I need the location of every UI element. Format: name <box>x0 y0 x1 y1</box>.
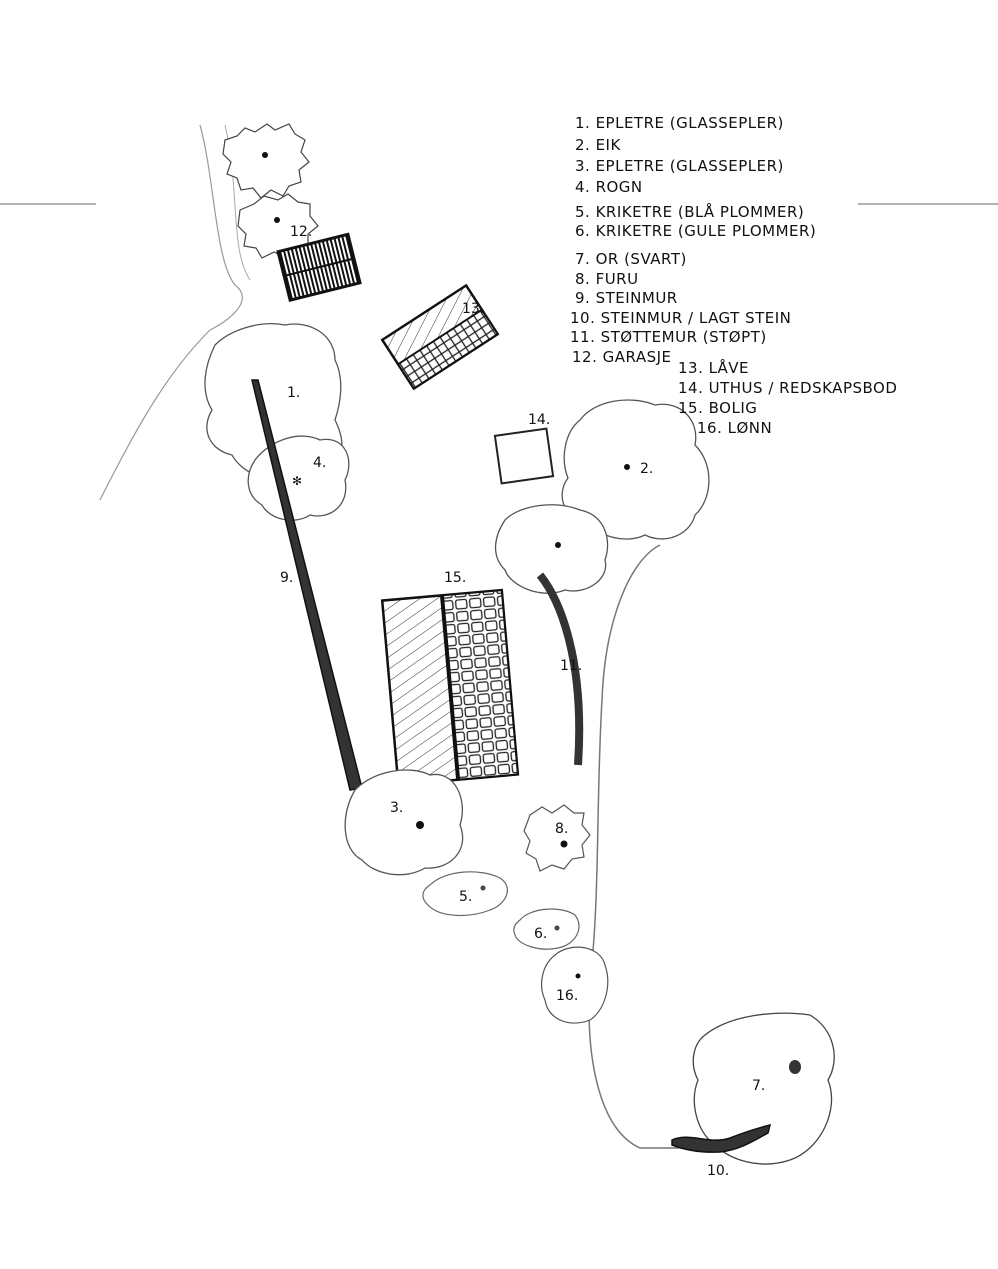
tree-16-maple <box>541 946 609 1024</box>
wall-10-laid-stone <box>671 1123 772 1153</box>
legend-item-6: 6. KRIKETRE (GULE PLOMMER) <box>575 222 816 240</box>
label-2: 2. <box>640 461 653 477</box>
legend-item-15: 15. BOLIG <box>678 399 757 417</box>
tree-8-pine <box>523 804 591 872</box>
tree-7-alder <box>692 1012 835 1165</box>
label-10: 10. <box>707 1163 729 1179</box>
legend-item-10: 10. STEINMUR / LAGT STEIN <box>570 309 791 327</box>
label-7: 7. <box>752 1078 765 1094</box>
label-13: 13. <box>462 301 484 317</box>
label-12: 12. <box>290 224 312 240</box>
tree-5-plum <box>422 871 508 917</box>
tree-top-a <box>222 123 310 199</box>
legend-item-4: 4. ROGN <box>575 178 643 196</box>
barn-13 <box>380 283 500 391</box>
tree-near-house <box>494 504 609 594</box>
label-8: 8. <box>555 821 568 837</box>
legend-item-14: 14. UTHUS / REDSKAPSBOD <box>678 379 897 397</box>
label-9: 9. <box>280 570 293 586</box>
legend-item-9: 9. STEINMUR <box>575 289 678 307</box>
legend-item-2: 2. EIK <box>575 136 621 154</box>
legend-item-7: 7. OR (SVART) <box>575 250 687 268</box>
label-3: 3. <box>390 800 403 816</box>
label-11: 11. <box>560 658 582 674</box>
label-15: 15. <box>444 570 466 586</box>
label-4: 4. <box>313 455 326 471</box>
tree-3-apple <box>344 769 464 876</box>
footpath <box>588 544 690 1149</box>
label-5: 5. <box>459 889 472 905</box>
road-edge <box>99 124 243 501</box>
house-15 <box>380 588 520 787</box>
rowan-marker: ✻ <box>292 474 302 488</box>
label-14: 14. <box>528 412 550 428</box>
legend-item-13: 13. LÅVE <box>678 358 749 377</box>
legend-item-1: 1. EPLETRE (GLASSEPLER) <box>575 114 784 132</box>
legend-item-8: 8. FURU <box>575 270 639 288</box>
tree-2-oak <box>561 399 710 540</box>
legend: 1. EPLETRE (GLASSEPLER) 2. EIK 3. EPLETR… <box>570 114 897 437</box>
label-16: 16. <box>556 988 578 1004</box>
tree-top-b <box>237 193 319 259</box>
label-6: 6. <box>534 926 547 942</box>
legend-item-3: 3. EPLETRE (GLASSEPLER) <box>575 157 784 175</box>
legend-item-16: 16. LØNN <box>697 419 772 437</box>
label-1: 1. <box>287 385 300 401</box>
legend-item-11: 11. STØTTEMUR (STØPT) <box>570 328 767 346</box>
legend-item-12: 12. GARASJE <box>572 348 672 366</box>
wall-11-retaining <box>536 572 584 766</box>
garage-12 <box>276 232 362 303</box>
legend-item-5: 5. KRIKETRE (BLÅ PLOMMER) <box>575 202 804 221</box>
shed-14 <box>493 427 555 485</box>
tree-6-plum <box>513 908 580 950</box>
